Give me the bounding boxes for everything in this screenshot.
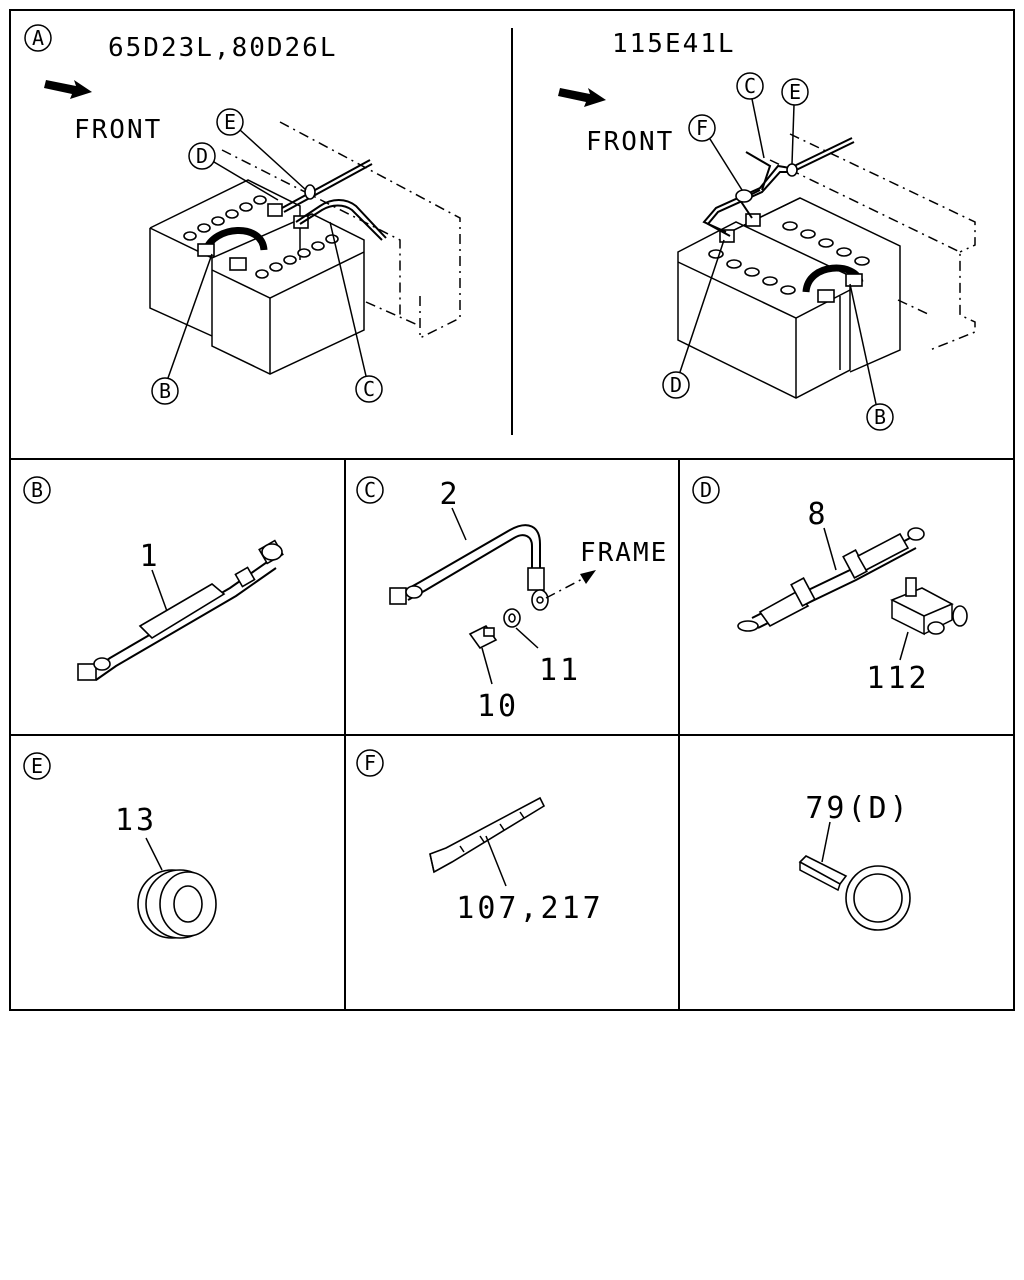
washer-11	[503, 608, 521, 628]
frame-rail-right	[769, 133, 976, 351]
panel-b-marker: B	[23, 476, 51, 504]
callout-e-right: E	[781, 78, 809, 165]
part-number-2: 2	[439, 477, 460, 512]
frame-rail-left	[221, 121, 461, 339]
leader-2	[451, 507, 467, 541]
part-number-107-217: 107,217	[456, 891, 603, 926]
panel-a-right: 115E41L FRONT	[558, 29, 976, 431]
front-label-left: FRONT	[74, 115, 162, 145]
leader-11	[515, 627, 539, 649]
battery-caps-right	[708, 221, 870, 295]
front-label-right: FRONT	[586, 127, 674, 157]
svg-text:C: C	[363, 377, 375, 401]
svg-text:E: E	[31, 754, 43, 778]
frame-label: FRAME	[580, 538, 668, 568]
bolt-10	[468, 624, 498, 650]
ground-cable-c	[389, 524, 549, 611]
svg-text:D: D	[670, 373, 682, 397]
panel-f-marker: F	[356, 749, 384, 777]
callout-c-right: C	[736, 72, 765, 159]
leader-13	[145, 837, 163, 871]
panel-c: C 2 FRAME 11 10	[356, 476, 668, 724]
part-number-10: 10	[477, 689, 519, 724]
front-arrow-icon	[44, 80, 92, 99]
terminal-112	[890, 577, 968, 636]
frame-arrow-icon	[545, 570, 596, 599]
part-number-13: 13	[115, 803, 157, 838]
part-number-112: 112	[866, 661, 929, 696]
svg-text:F: F	[364, 751, 376, 775]
svg-text:A: A	[32, 26, 44, 50]
model-title-left: 65D23L,80D26L	[108, 33, 338, 63]
battery-cables-left	[197, 159, 387, 271]
callout-b-right: B	[849, 283, 894, 431]
callout-f-right: F	[688, 114, 743, 191]
panel-d: D 8 112	[692, 476, 968, 696]
leader-1	[151, 569, 169, 615]
callout-d-left: D	[188, 142, 279, 201]
battery-front-left	[211, 213, 365, 375]
front-arrow-icon	[558, 88, 606, 107]
panel-d-marker: D	[692, 476, 720, 504]
battery-front-right	[677, 221, 851, 399]
part-number-11: 11	[539, 653, 581, 688]
leader-10	[481, 647, 493, 685]
svg-text:C: C	[744, 74, 756, 98]
callout-c-left: C	[329, 221, 383, 403]
svg-text:B: B	[31, 478, 43, 502]
panel-f: F 107,217	[356, 749, 603, 926]
svg-text:B: B	[874, 405, 886, 429]
callout-e-left: E	[216, 108, 307, 191]
svg-text:C: C	[364, 478, 376, 502]
panel-b: B 1	[23, 476, 284, 681]
svg-text:D: D	[700, 478, 712, 502]
callout-b-left: B	[151, 253, 213, 405]
panel-e-marker: E	[23, 752, 51, 780]
panel-g: 79(D)	[798, 791, 911, 931]
panel-a-marker: A	[24, 24, 52, 52]
svg-text:E: E	[789, 80, 801, 104]
battery-cable-b	[77, 539, 284, 681]
svg-text:F: F	[696, 116, 708, 140]
part-number-79d: 79(D)	[805, 791, 910, 826]
panel-a-left: A 65D23L,80D26L FRONT	[24, 24, 461, 405]
leader-107	[485, 835, 507, 887]
battery-cables-right	[702, 137, 864, 303]
battery-caps-left	[183, 195, 339, 279]
grommet-13	[137, 869, 217, 939]
leader-79d	[821, 821, 831, 863]
panel-c-marker: C	[356, 476, 384, 504]
grid-lines	[9, 9, 1015, 1011]
callout-d-right: D	[662, 239, 725, 399]
battery-rear-right	[729, 197, 901, 373]
sensor-cable-d	[737, 527, 925, 632]
svg-text:B: B	[159, 379, 171, 403]
part-number-8: 8	[807, 497, 828, 532]
model-title-right: 115E41L	[612, 29, 736, 59]
part-number-1: 1	[139, 539, 160, 574]
leader-112	[899, 631, 909, 661]
svg-text:D: D	[196, 144, 208, 168]
svg-text:E: E	[224, 110, 236, 134]
leader-8	[823, 527, 837, 571]
panel-e: E 13	[23, 752, 217, 939]
clamp-79d	[798, 855, 911, 931]
cable-tie-107	[429, 796, 546, 874]
